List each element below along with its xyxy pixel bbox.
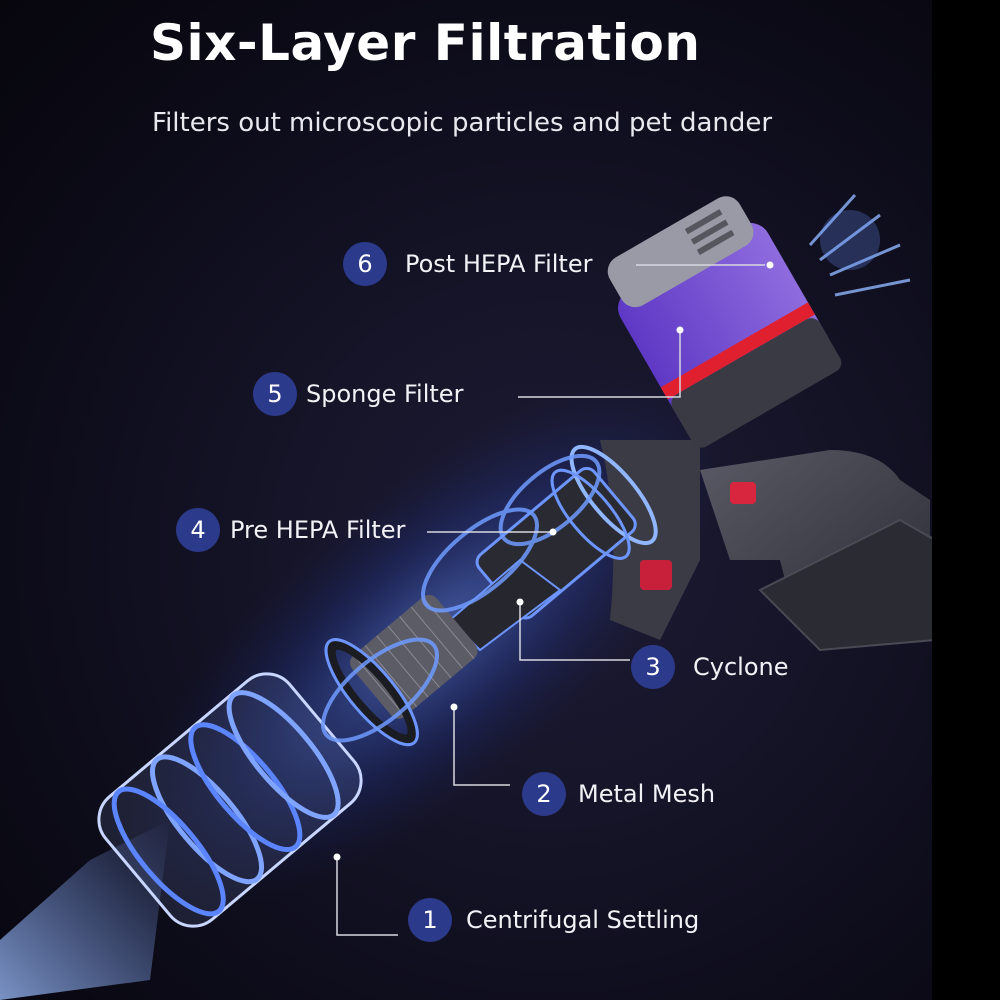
layer-4-callout: 4 Pre HEPA Filter	[176, 508, 405, 552]
leader-dot-2	[450, 703, 458, 711]
layer-3-callout: 3 Cyclone	[631, 645, 788, 689]
page-title: Six-Layer Filtration	[150, 14, 701, 72]
layer-label: Post HEPA Filter	[405, 250, 593, 278]
right-edge-band	[932, 0, 1000, 1000]
leader-dot-5	[676, 326, 684, 334]
layer-label: Centrifugal Settling	[466, 906, 700, 934]
layer-number-badge: 3	[631, 645, 675, 689]
leader-line-3	[519, 605, 630, 661]
leader-line-1	[336, 860, 398, 936]
leader-lines	[333, 261, 774, 936]
layer-2-callout: 2 Metal Mesh	[522, 772, 715, 816]
layer-number-badge: 2	[522, 772, 566, 816]
leader-dot-6	[766, 261, 774, 269]
layer-number-badge: 4	[176, 508, 220, 552]
leader-line-5	[518, 333, 681, 398]
layer-number-badge: 5	[253, 372, 297, 416]
vacuum-body	[600, 193, 936, 652]
layer-number-badge: 1	[408, 898, 452, 942]
leader-dot-4	[549, 528, 557, 536]
layer-6-callout: 6 Post HEPA Filter	[343, 242, 592, 286]
page-subtitle: Filters out microscopic particles and pe…	[152, 108, 773, 138]
leader-dot-1	[333, 853, 341, 861]
layer-label: Pre HEPA Filter	[230, 516, 406, 544]
layer-label: Cyclone	[693, 653, 789, 681]
layer-label: Sponge Filter	[306, 380, 464, 408]
layer-5-callout: 5 Sponge Filter	[253, 372, 463, 416]
leader-dot-3	[516, 598, 524, 606]
filter-stack	[97, 444, 658, 928]
layer-label: Metal Mesh	[578, 780, 716, 808]
layer-1-callout: 1 Centrifugal Settling	[408, 898, 699, 942]
leader-line-2	[453, 710, 510, 786]
layer-number-badge: 6	[343, 242, 387, 286]
